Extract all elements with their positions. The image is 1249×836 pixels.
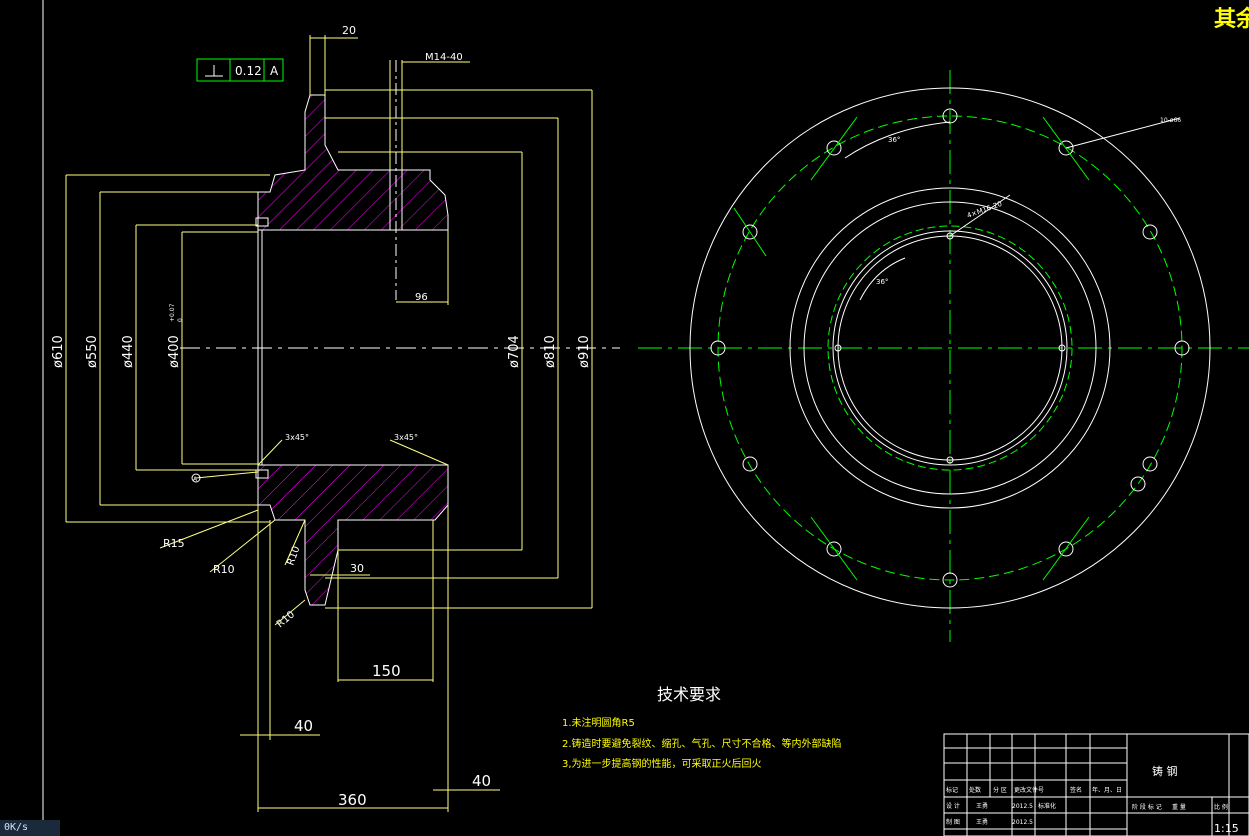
outer-bolt-holes	[710, 108, 1190, 588]
plan-angle-inner: 36°	[876, 278, 888, 286]
dim-r15: R15	[163, 537, 185, 550]
tb-design-0: 设 计	[946, 802, 960, 810]
dim-d550: ø550	[85, 335, 100, 368]
tb-draw-2: 2012.5	[1012, 819, 1033, 826]
dim-w360: 360	[338, 791, 367, 809]
tb-draw-0: 制 图	[946, 818, 960, 826]
note-1: 1.未注明圆角R5	[562, 716, 635, 729]
network-speed-indicator: 0K/s	[0, 820, 60, 836]
dim-thread: M14-40	[425, 52, 463, 63]
note-2: 2.铸造时要避免裂纹、缩孔、气孔、尺寸不合格、等内外部缺陷	[562, 737, 842, 750]
lower-section-hatch	[257, 464, 449, 606]
dim-d400: ø400	[167, 335, 182, 368]
dim-r10-a: R10	[213, 563, 235, 576]
tb-stage-0: 阶 段 标 记	[1132, 803, 1162, 811]
dim-d704: ø704	[507, 335, 522, 368]
dim-chamfer-right: 3x45°	[394, 433, 418, 442]
tb-scale: 1:15	[1214, 822, 1239, 835]
dim-web-width: 30	[350, 562, 364, 575]
dim-r10-c: R10	[275, 609, 297, 630]
dim-top-width: 20	[342, 24, 356, 37]
tb-cell-2: 分 区	[993, 786, 1007, 794]
dim-d610: ø610	[51, 335, 66, 368]
tb-cell-3: 更改文件号	[1014, 786, 1044, 794]
datum-label: A	[193, 476, 198, 483]
datum-circle	[191, 473, 201, 483]
dim-w150: 150	[372, 662, 401, 680]
title-block	[943, 733, 1249, 836]
dim-w40-right: 40	[472, 772, 491, 790]
tb-cell-5: 年、月、日	[1092, 786, 1122, 794]
dim-r10-b: R10	[285, 545, 302, 567]
section-dim-lines	[65, 35, 593, 812]
dim-d440: ø440	[121, 335, 136, 368]
tb-cell-0: 标记	[946, 786, 958, 794]
dim-hole-depth: 96	[415, 292, 428, 303]
notes-heading: 技术要求	[657, 685, 721, 704]
dim-d400-tol-low: 0	[177, 318, 184, 322]
tb-cell-1: 处数	[969, 786, 981, 794]
tolerance-datum: A	[270, 64, 279, 78]
dim-w40-left: 40	[294, 717, 313, 735]
tb-stage-2: 比 例	[1214, 803, 1228, 811]
tb-design-2: 2012.5	[1012, 803, 1033, 810]
dim-chamfer-left: 3x45°	[285, 433, 309, 442]
tolerance-frame	[196, 58, 284, 82]
tolerance-value: 0.12	[235, 64, 262, 78]
plan-angle-big: 36°	[888, 136, 900, 144]
plan-holes-outer: 10-ø66	[1160, 117, 1181, 124]
tb-part-name: 铸 钢	[1152, 764, 1178, 778]
corner-title: 其余	[1214, 6, 1249, 32]
section-view	[180, 60, 620, 606]
tb-stage-1: 重 量	[1172, 803, 1186, 811]
plan-view	[638, 70, 1249, 642]
dim-d810: ø810	[543, 335, 558, 368]
upper-section-hatch	[257, 94, 449, 231]
dim-d910: ø910	[577, 335, 592, 368]
tb-design-1: 王勇	[976, 802, 988, 810]
note-3: 3,为进一步提高钢的性能，可采取正火后回火	[562, 757, 762, 770]
dim-d400-tol: +0.07	[169, 303, 176, 322]
tb-cell-4: 签名	[1070, 786, 1082, 794]
tb-draw-1: 王勇	[976, 818, 988, 826]
tb-design-3: 标准化	[1038, 802, 1056, 810]
